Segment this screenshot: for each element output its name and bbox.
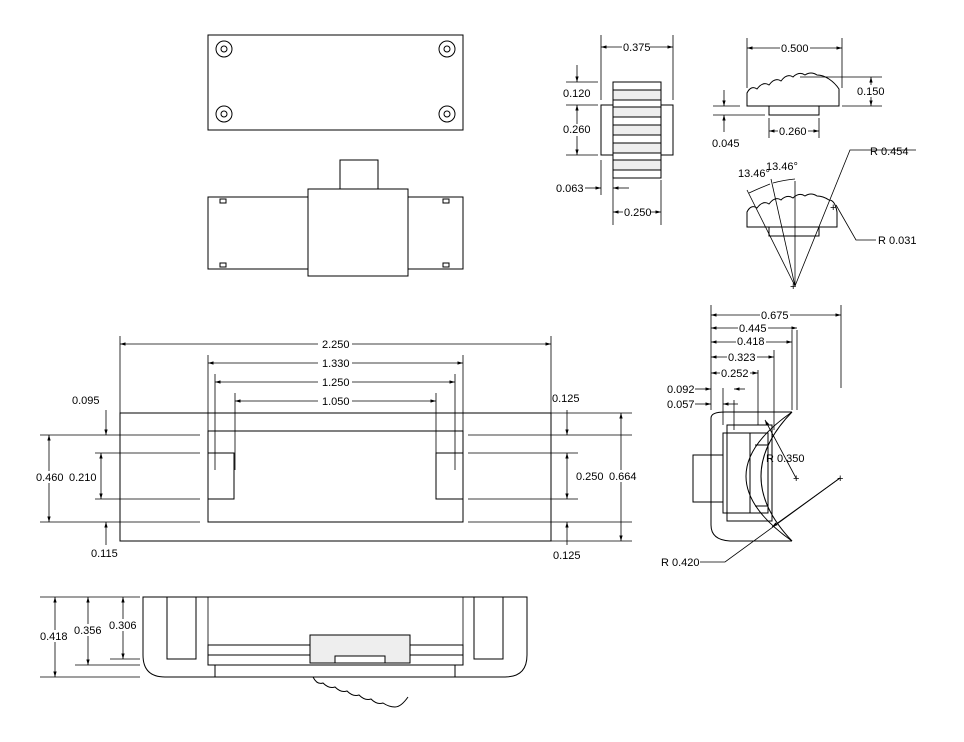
- dim-label: 0.675: [761, 310, 789, 322]
- dim-label: 1.250: [322, 377, 350, 389]
- plus-mark: +: [837, 473, 843, 485]
- dim-label: 0.460: [36, 472, 64, 484]
- dim-label: 0.045: [712, 138, 740, 150]
- dim-label: 0.150: [857, 86, 885, 98]
- dim-label: 0.250: [576, 471, 604, 483]
- dim-label: 0.418: [40, 631, 68, 643]
- bottom-view: 0.418 0.356 0.306: [39, 596, 528, 708]
- dim-label: 0.260: [779, 126, 807, 138]
- angle-label: 13.46°: [766, 161, 798, 173]
- radius-label: R 0.350: [766, 453, 805, 465]
- front-view: 2.250 1.330 1.250 1.050 0.460 0.210 0.09…: [35, 336, 637, 562]
- knob-detail-view: + + 13.46° 13.46° R 0.454 R 0.031: [738, 146, 917, 293]
- dim-label: 0.125: [553, 550, 581, 562]
- dim-label: 0.664: [609, 471, 637, 483]
- dim-label: 0.445: [739, 323, 767, 335]
- end-view: 0.675 0.445 0.418 0.323 0.252 0.092 0.05…: [661, 305, 843, 569]
- dim-label: 0.375: [623, 42, 651, 54]
- knob-front-view: 0.500 0.150 0.045 0.260: [712, 38, 886, 150]
- dim-label: 0.323: [728, 352, 756, 364]
- dim-label: 1.330: [322, 358, 350, 370]
- dim-label: 0.120: [563, 88, 591, 100]
- dim-label: 0.095: [72, 395, 100, 407]
- dim-label: 0.500: [781, 43, 809, 55]
- radius-label: R 0.454: [870, 146, 909, 158]
- knob-side-view: 0.375 0.120 0.260 0.063 0.250: [556, 35, 674, 225]
- radius-label: R 0.420: [661, 557, 700, 569]
- plus-mark: +: [790, 281, 796, 293]
- dim-label: 0.250: [624, 207, 652, 219]
- dim-label: 0.063: [556, 183, 584, 195]
- dim-label: 0.418: [737, 336, 765, 348]
- dim-label: 0.306: [109, 620, 137, 632]
- plus-mark: +: [830, 202, 836, 214]
- dim-label: 0.115: [91, 548, 118, 560]
- top-view-plate: [207, 34, 464, 131]
- side-view: [207, 159, 464, 277]
- mounting-hole-icon: [215, 40, 456, 123]
- dim-label: 0.252: [721, 368, 749, 380]
- dim-label: 0.092: [667, 384, 695, 396]
- angle-label: 13.46°: [738, 168, 770, 180]
- dim-label: 0.125: [552, 393, 580, 405]
- dim-label: 0.356: [74, 625, 102, 637]
- dim-label: 1.050: [322, 396, 350, 408]
- dim-label: 0.210: [69, 472, 97, 484]
- plus-mark: +: [793, 473, 799, 485]
- dim-label: 0.057: [667, 399, 695, 411]
- dim-label: 2.250: [322, 339, 350, 351]
- radius-label: R 0.031: [878, 235, 917, 247]
- dim-label: 0.260: [563, 124, 591, 136]
